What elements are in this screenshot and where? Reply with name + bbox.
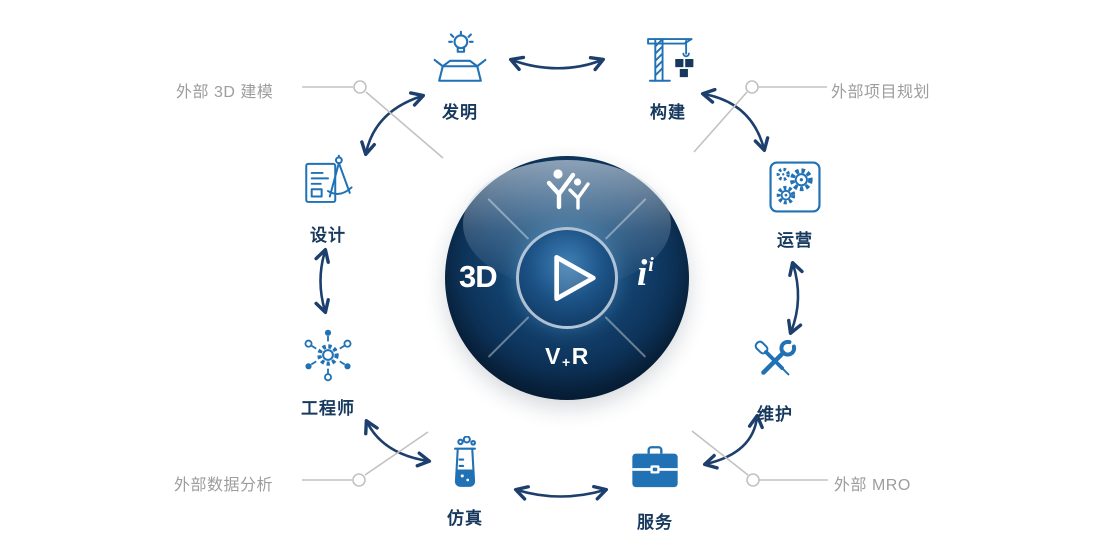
social-people-icon <box>546 169 590 210</box>
arrow-invent-build <box>508 55 606 72</box>
compass-3d-text: 3D <box>459 259 498 294</box>
node-label-engineer: 工程师 <box>301 399 355 418</box>
play-button <box>516 227 618 329</box>
node-label-invent: 发明 <box>442 103 478 122</box>
arrow-engineer-design <box>314 247 330 315</box>
compass-vr-text: V+R <box>545 343 589 370</box>
crossed-tools-icon <box>754 339 797 376</box>
node-label-service: 服务 <box>637 513 673 532</box>
node-label-design: 设计 <box>310 226 346 245</box>
ext-label-data-analysis: 外部数据分析 <box>174 477 274 494</box>
arrow-operate-maintain <box>787 260 804 336</box>
node-label-maintain: 维护 <box>757 405 793 424</box>
node-label-build: 构建 <box>650 103 686 122</box>
gear-network-icon <box>304 329 352 382</box>
node-operate: 运营 <box>735 158 855 251</box>
arrow-service-simulate <box>513 484 609 501</box>
node-build: 构建 <box>608 30 728 123</box>
tower-crane-icon <box>647 38 694 82</box>
play-triangle-icon <box>554 254 596 302</box>
node-simulate: 仿真 <box>405 436 525 529</box>
beaker-icon <box>453 436 477 487</box>
gears-panel-icon <box>769 161 821 213</box>
node-design: 设计 <box>268 153 388 246</box>
node-invent: 发明 <box>400 30 520 123</box>
node-label-simulate: 仿真 <box>447 509 483 528</box>
compass-intelligence-text: ii <box>637 253 654 294</box>
node-maintain: 维护 <box>715 332 835 425</box>
3dexperience-compass: 3D ii V+R <box>445 156 689 400</box>
node-label-operate: 运营 <box>777 231 813 250</box>
briefcase-icon <box>632 446 678 488</box>
node-engineer: 工程师 <box>268 326 388 419</box>
ext-label-mro: 外部 MRO <box>834 477 911 494</box>
lightbulb-box-icon <box>433 30 487 82</box>
node-service: 服务 <box>595 440 715 533</box>
ext-label-3d-modeling: 外部 3D 建模 <box>176 84 274 101</box>
drafting-compass-icon <box>305 154 353 203</box>
ext-label-project-planning: 外部项目规划 <box>831 84 931 101</box>
